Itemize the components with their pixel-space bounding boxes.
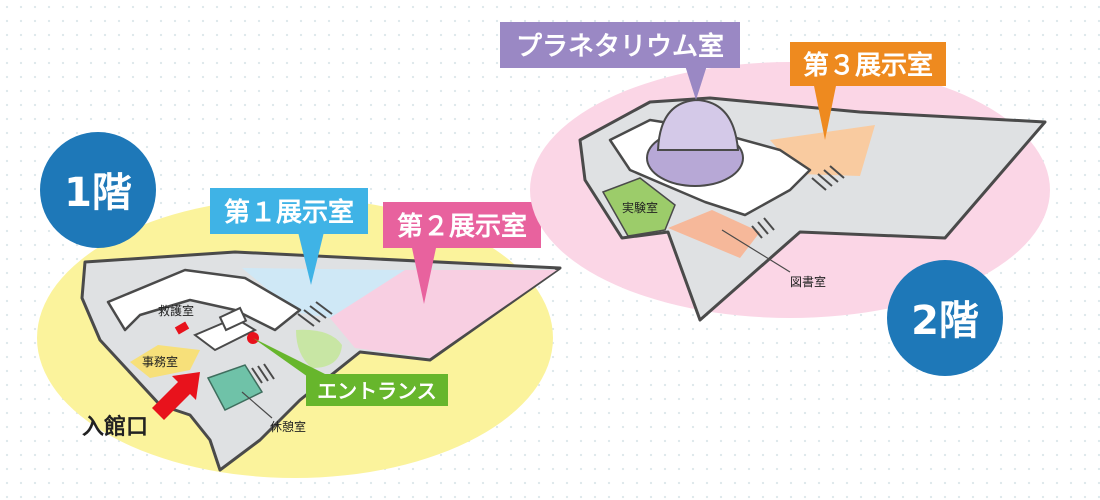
lab-label: 実験室	[622, 200, 658, 215]
lounge-leader	[241, 391, 273, 419]
exhibit1-label: 第１展示室	[224, 197, 354, 228]
floor2-stairs-b	[751, 217, 775, 239]
floor1-inner-wall	[106, 268, 302, 332]
floor1-stairs-b	[251, 363, 275, 384]
lounge-label: 休憩室	[270, 419, 306, 434]
library-leader	[721, 229, 791, 273]
planetarium-dome[interactable]	[656, 98, 740, 151]
floor1-inner-wall-2	[193, 316, 258, 352]
exhibit2-zone[interactable]	[330, 270, 557, 358]
floor1-badge: 1階	[40, 132, 156, 248]
first-aid-marker	[174, 321, 190, 335]
exhibit1-zone[interactable]	[242, 268, 405, 318]
exhibit3-label: 第３展示室	[803, 50, 933, 81]
planetarium-label: プラネタリウム室	[516, 31, 724, 62]
library-label: 図書室	[790, 274, 826, 289]
floor2-map	[530, 62, 1050, 322]
office-label: 事務室	[142, 354, 178, 369]
entrance-pointer	[253, 338, 325, 384]
entrance-label: エントランス	[317, 379, 437, 403]
entrance-zone[interactable]	[296, 329, 342, 368]
floor1-badge-label: 1階	[64, 170, 132, 216]
entry-arrow	[152, 372, 200, 420]
floor2-stairs-a	[811, 165, 845, 191]
lounge-room[interactable]	[206, 364, 264, 411]
planetarium-callout[interactable]: プラネタリウム室	[500, 22, 740, 100]
floor2-badge: 2階	[887, 260, 1003, 376]
floor2-badge-label: 2階	[911, 298, 979, 344]
exhibit3-callout[interactable]: 第３展示室	[790, 42, 946, 140]
lab-room[interactable]	[601, 177, 676, 237]
floor1-room-small	[218, 306, 248, 332]
exhibit2-label: 第２展示室	[397, 211, 527, 242]
office-room[interactable]	[130, 345, 200, 378]
entry-label: 入館口	[82, 414, 148, 440]
exhibit2-callout[interactable]: 第２展示室	[383, 202, 541, 304]
exhibit1-callout[interactable]: 第１展示室	[210, 188, 368, 285]
first-aid-label: 救護室	[158, 303, 194, 318]
floor1-stairs-a	[297, 301, 333, 327]
entrance-callout[interactable]: エントランス	[306, 374, 448, 406]
library-room[interactable]	[668, 210, 760, 258]
